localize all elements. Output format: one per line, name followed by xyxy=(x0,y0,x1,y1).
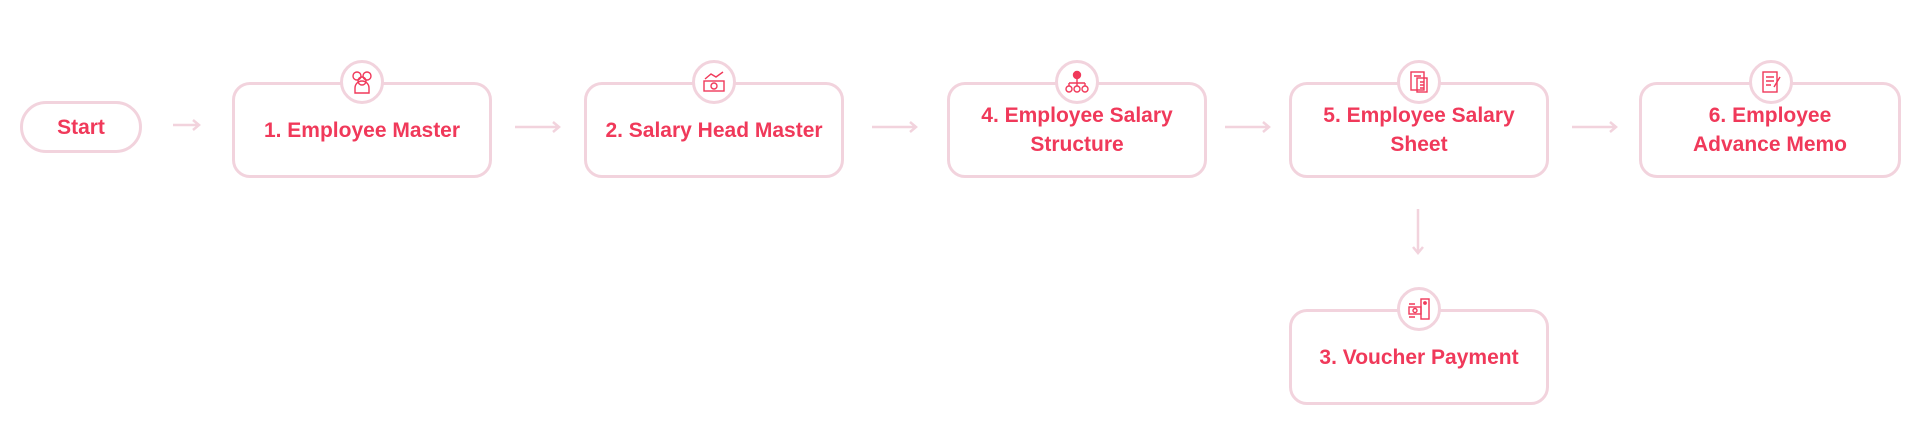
employees-icon xyxy=(340,60,384,104)
salary-sheet-icon xyxy=(1397,60,1441,104)
start-node: Start xyxy=(20,101,142,153)
salary-money-icon xyxy=(692,60,736,104)
step-label: 3. Voucher Payment xyxy=(1319,345,1519,369)
arrow-right-icon xyxy=(515,121,561,133)
step-salary-head-master[interactable]: 2. Salary Head Master xyxy=(584,82,844,178)
memo-icon xyxy=(1749,60,1793,104)
arrow-right-icon xyxy=(173,119,201,131)
step-label: 5. Employee Salary Sheet xyxy=(1323,104,1515,156)
step-label: 6. Employee Advance Memo xyxy=(1692,104,1848,156)
start-label: Start xyxy=(57,115,105,139)
step-label: 4. Employee Salary Structure xyxy=(981,104,1173,156)
step-label: 1. Employee Master xyxy=(263,118,461,142)
step-label: 2. Salary Head Master xyxy=(605,118,823,142)
arrow-right-icon xyxy=(1572,121,1618,133)
salary-structure-icon xyxy=(1055,60,1099,104)
arrow-right-icon xyxy=(1225,121,1271,133)
arrow-down-icon xyxy=(1412,209,1424,255)
arrow-right-icon xyxy=(872,121,918,133)
voucher-payment-icon xyxy=(1397,287,1441,331)
